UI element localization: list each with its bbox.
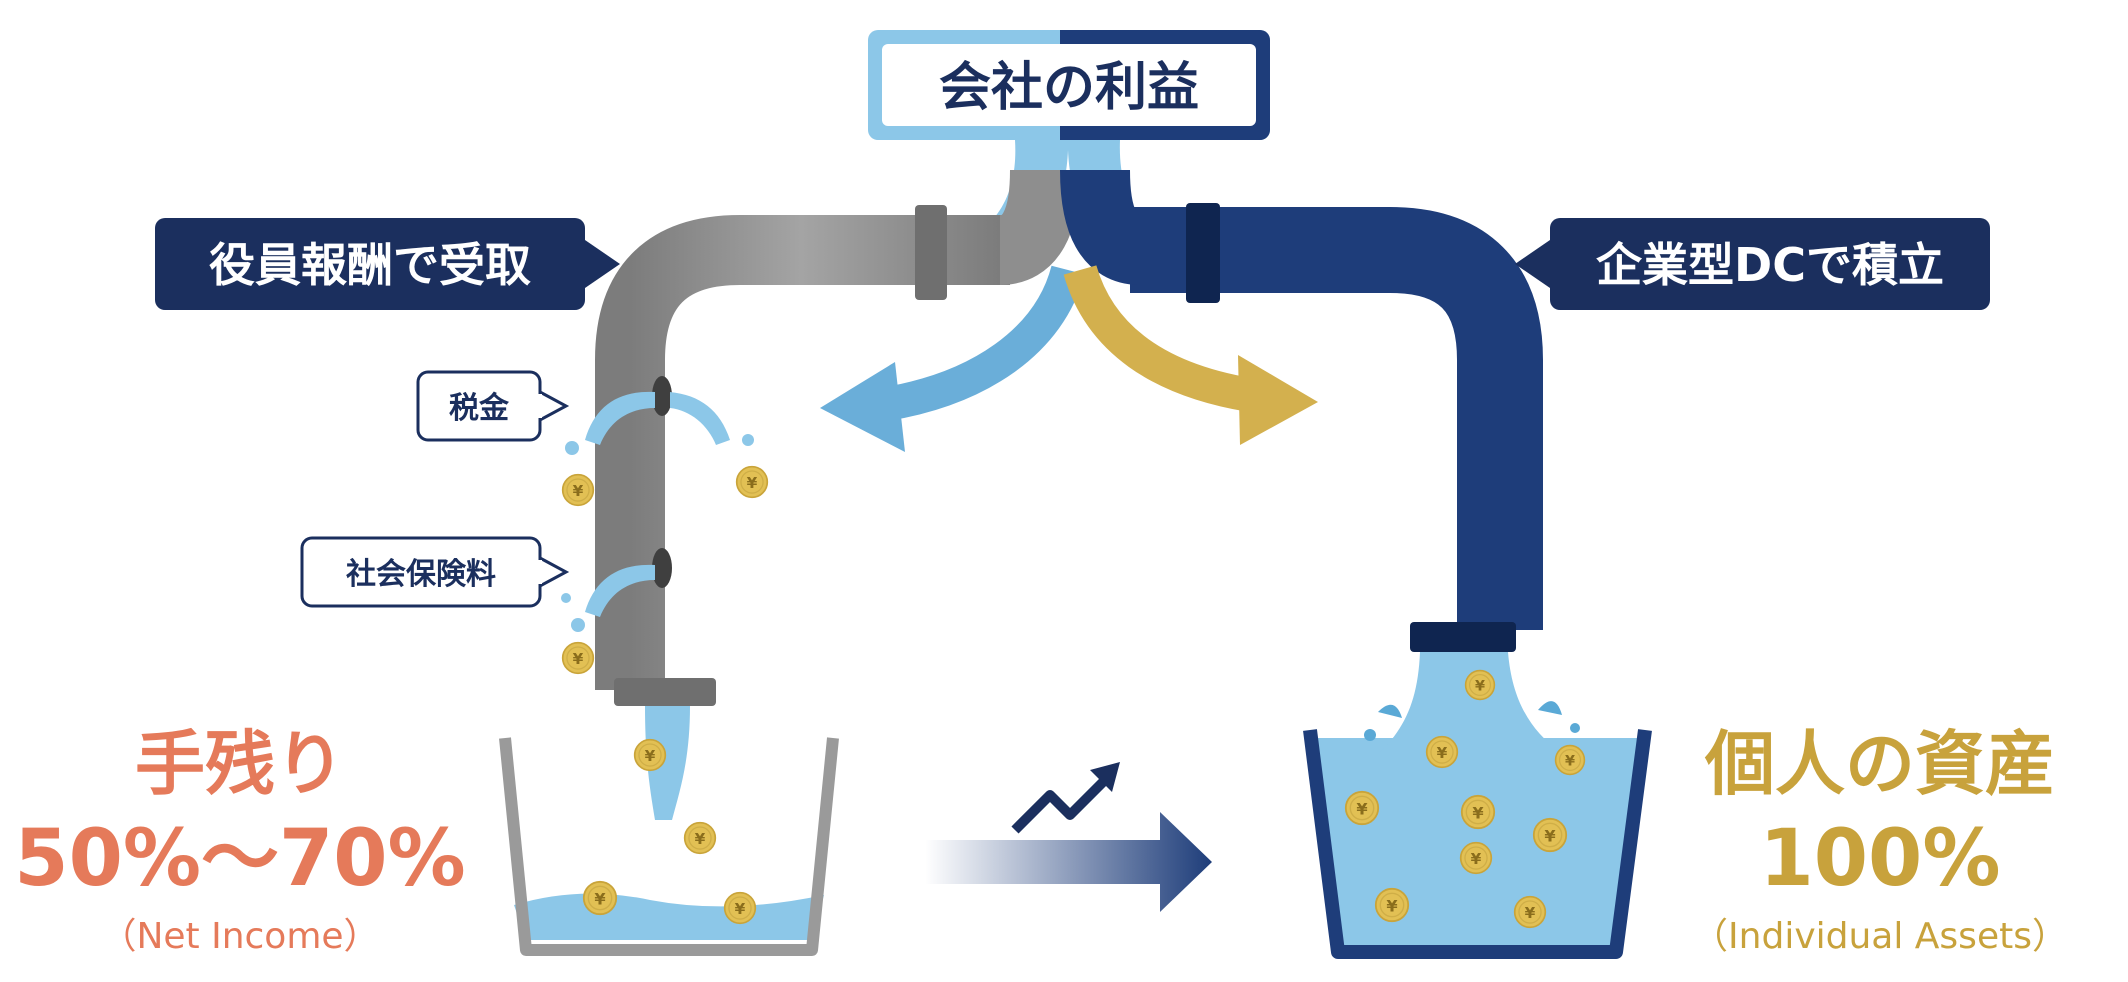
gray-pipe	[595, 169, 1080, 706]
trend-up-icon	[1011, 762, 1120, 834]
left-route-label: 役員報酬で受取	[155, 218, 620, 310]
left-result: 手残り 50%〜70% （Net Income）	[14, 723, 465, 957]
yen-coin-icon	[1344, 790, 1380, 826]
right-outlet-stream	[1380, 652, 1560, 752]
right-result-value: 100%	[1760, 814, 2001, 904]
left-result-value: 50%〜70%	[14, 814, 465, 904]
yen-coin-icon	[1464, 669, 1496, 701]
gray-pipe-outlet	[614, 678, 716, 706]
growth-arrow	[925, 812, 1212, 912]
right-splashes	[1364, 701, 1580, 741]
right-route-label: 企業型DCで積立	[1515, 218, 1990, 310]
leak-callout-tax: 税金	[416, 370, 570, 442]
yen-coin-icon	[561, 473, 595, 507]
yen-coin-icon	[582, 880, 618, 916]
leak-label-tax: 税金	[449, 391, 510, 426]
yen-coin-icon	[735, 465, 769, 499]
right-result: 個人の資産 100% （Individual Assets）	[1692, 723, 2068, 957]
yen-coin-icon	[1374, 887, 1410, 923]
yen-coin-icon	[1425, 735, 1459, 769]
leak-callout-insurance: 社会保険料	[300, 536, 570, 608]
navy-pipe-outlet	[1410, 622, 1516, 652]
yen-coin-icon	[1513, 895, 1547, 929]
left-outlet-stream	[645, 706, 690, 820]
yen-coin-icon	[1532, 817, 1568, 853]
left-route-label-text: 役員報酬で受取	[209, 238, 531, 292]
yen-coin-icon	[1459, 841, 1493, 875]
navy-pipe-joint	[1186, 203, 1220, 303]
leak-hole-insurance	[652, 548, 672, 588]
right-route-label-text: 企業型DCで積立	[1596, 238, 1944, 292]
right-result-caption: （Individual Assets）	[1692, 916, 2068, 957]
source-box: 会社の利益	[868, 30, 1270, 140]
split-arrows-icon	[820, 264, 1318, 452]
right-result-title: 個人の資産	[1704, 723, 2055, 805]
leak-splashes	[561, 391, 754, 632]
gray-pipe-joint	[915, 205, 947, 300]
yen-coin-icon	[633, 738, 667, 772]
yen-coin-icon	[1554, 744, 1586, 776]
source-label: 会社の利益	[939, 58, 1199, 118]
left-result-title: 手残り	[135, 723, 345, 805]
leak-hole-tax	[652, 376, 672, 416]
left-result-caption: （Net Income）	[100, 916, 379, 957]
yen-coin-icon	[683, 821, 717, 855]
leak-label-insurance: 社会保険料	[346, 557, 496, 592]
navy-pipe	[1060, 169, 1543, 652]
yen-coin-icon	[561, 641, 595, 675]
yen-coin-icon	[1460, 794, 1496, 830]
yen-coin-icon	[723, 891, 757, 925]
